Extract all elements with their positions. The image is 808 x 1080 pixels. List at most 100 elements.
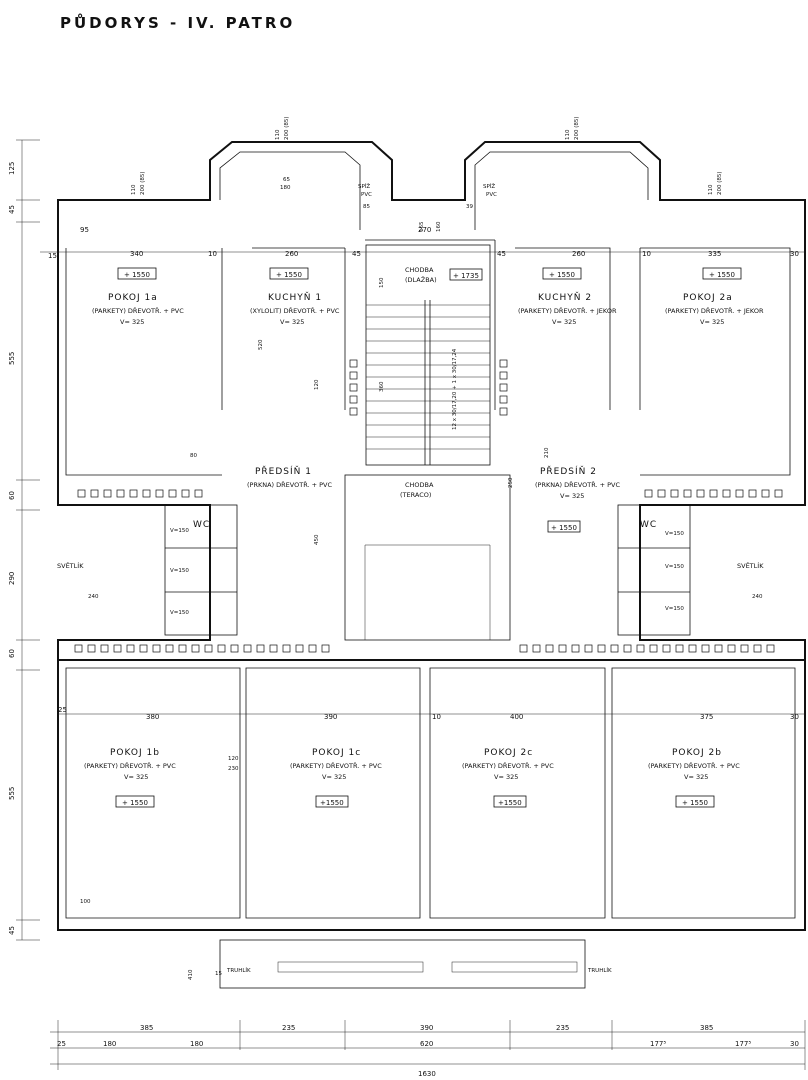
room-pokoj-1a: + 1550 POKOJ 1a (PARKETY) DŘEVOTŘ. + PVC… [92,267,184,326]
window-marker [662,644,671,653]
dim-95: 95 [80,226,89,234]
window-marker [74,644,83,653]
dim-85: 85 [363,204,370,210]
level-pokoj-1b: + 1550 [122,799,148,807]
window-marker [181,489,190,498]
window-marker [558,644,567,653]
window-marker [129,489,138,498]
window-marker [295,644,304,653]
window-marker [243,644,252,653]
window-marker [519,644,528,653]
chain1-385a: 385 [140,1024,153,1032]
dim-lower-400: 400 [510,713,523,721]
window-marker [126,644,135,653]
dim-65: 65 [283,177,290,183]
window-marker [256,644,265,653]
window-marker [649,644,658,653]
dim-180: 180 [280,185,291,191]
window-marker [670,489,679,498]
chain2-1775b: 177⁵ [735,1040,751,1048]
dim-230-door: 230 [228,766,239,772]
window-marker [168,489,177,498]
room-chodba-mid: CHODBA (TERACO) [400,481,434,499]
window-marker [610,644,619,653]
dim-520: 520 [258,339,264,350]
window-marker [349,395,358,404]
bay-200-r: 200 (85) [574,116,580,140]
bay-200-r2: 200 (85) [717,171,723,195]
v150-l3: V=150 [170,610,189,616]
v150-r2: V=150 [665,564,684,570]
window-marker [761,489,770,498]
name-pokoj-2b: POKOJ 2b [672,748,722,758]
central-corridor [344,474,511,641]
room-pokoj-2c: POKOJ 2c (PARKETY) DŘEVOTŘ. + PVC V= 325… [462,748,554,808]
dim-240-right: 240 [752,594,763,600]
height-pokoj-1c: V= 325 [322,773,346,781]
svetlik-left: SVĚTLÍK [57,561,84,570]
window-marker [90,489,99,498]
window-marker [740,644,749,653]
stair-spec: 12 x 30/17,20 + 1 x 30/17,24 [452,348,458,430]
chain2-25: 25 [57,1040,66,1048]
dim-top-335: 335 [708,250,721,258]
dim-80: 80 [190,453,197,459]
window-marker [178,644,187,653]
height-pokoj-2c: V= 325 [494,773,518,781]
window-marker [545,644,554,653]
window-marker [701,644,710,653]
window-marker [714,644,723,653]
height-pokoj-2a: V= 325 [700,318,724,326]
wc-blocks [164,504,691,636]
window-marker [349,407,358,416]
window-marker [77,489,86,498]
spiz-right: SPÍŽ [483,182,495,190]
spec-predsin-1: (PRKNA) DŘEVOTŘ. + PVC [247,480,332,489]
window-marker [748,489,757,498]
window-marker [735,489,744,498]
room-pokoj-1c: POKOJ 1c (PARKETY) DŘEVOTŘ. + PVC V= 325… [290,748,382,808]
chain2-180a: 180 [103,1040,116,1048]
window-marker [584,644,593,653]
room-predsin-1: PŘEDSÍŇ 1 (PRKNA) DŘEVOTŘ. + PVC [247,465,332,489]
window-marker [269,644,278,653]
dim-lower-25: 25 [58,706,67,714]
window-marker [230,644,239,653]
spec-pokoj-1b: (PARKETY) DŘEVOTŘ. + PVC [84,761,176,770]
window-marker [696,489,705,498]
v150-r3: V=150 [665,606,684,612]
dim-lower-390: 390 [324,713,337,721]
bay-110-r2: 110 [708,184,714,195]
window-marker [152,644,161,653]
window-marker [194,489,203,498]
name-predsin-1: PŘEDSÍŇ 1 [255,465,312,477]
dim-250: 250 [508,477,514,488]
window-marker [499,395,508,404]
building-outline [57,141,806,931]
dim-left-60b: 60 [8,649,16,658]
room-predsin-2: PŘEDSÍŇ 2 (PRKNA) DŘEVOTŘ. + PVC V= 325 … [535,465,620,533]
window-marker [155,489,164,498]
dim-240-left: 240 [88,594,99,600]
bay-dimensions: 110 200 (85) 110 200 (85) 110 200 (85) 1… [80,116,763,980]
chain1-235a: 235 [282,1024,295,1032]
dim-410: 410 [188,969,194,980]
bay-200-l2: 200 (85) [140,171,146,195]
dim-150: 150 [379,277,385,288]
name-pokoj-1a: POKOJ 1a [108,293,158,303]
misc-labels: SPÍŽ PVC SPÍŽ PVC WC WC V=150 V=150 V=15… [57,182,764,974]
pvc-left: PVC [361,192,372,198]
room-kuchyn-1: + 1550 KUCHYŇ 1 (XYLOLIT) DŘEVOTŘ. + PVC… [250,267,340,326]
window-marker [139,644,148,653]
window-marker [774,489,783,498]
window-marker [142,489,151,498]
height-pokoj-2b: V= 325 [684,773,708,781]
dim-39: 39 [466,204,473,210]
dim-left-555b: 555 [8,787,16,800]
window-marker [282,644,291,653]
dim-top-45: 45 [352,250,361,258]
level-pokoj-1a: + 1550 [124,271,150,279]
spec-pokoj-2a: (PARKETY) DŘEVOTŘ. + JEKOR [665,306,764,315]
height-predsin-2: V= 325 [560,492,584,500]
window-marker [349,371,358,380]
